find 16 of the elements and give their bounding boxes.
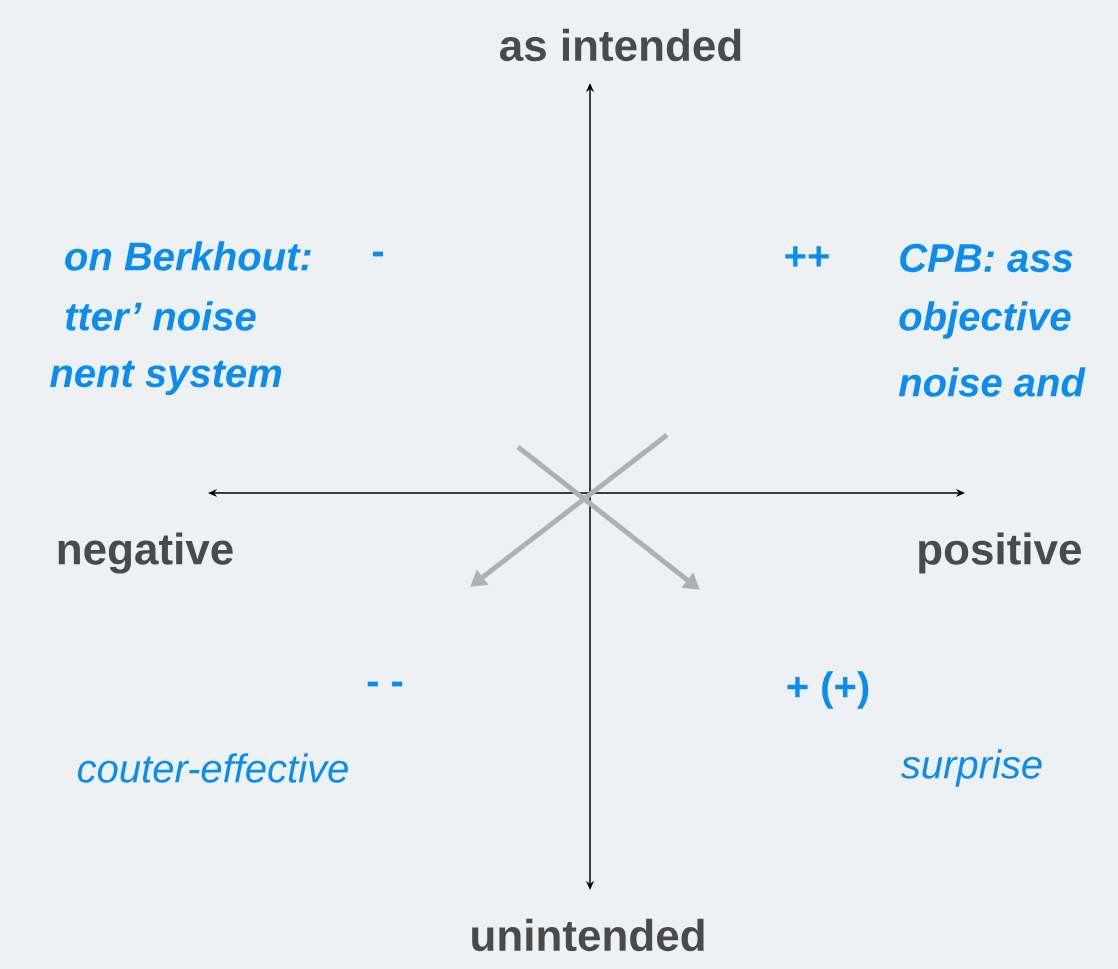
axis-label: negative bbox=[58, 532, 233, 574]
quadrant-sign: - bbox=[372, 251, 384, 257]
quadrant-text: objective bbox=[899, 301, 1071, 339]
quadrant-text: tter’ noise bbox=[65, 301, 256, 331]
quadrant-text: nent system bbox=[50, 360, 282, 396]
axis-label: as intended bbox=[500, 28, 741, 62]
quadrant-sign: - - bbox=[367, 681, 403, 687]
quadrant-sign: ++ bbox=[785, 246, 829, 267]
quadrant-text: on Berkhout: bbox=[65, 241, 311, 271]
quadrant-note: surprise bbox=[900, 749, 1042, 787]
axis-label: unintended bbox=[472, 918, 704, 952]
axis-label: positive bbox=[919, 532, 1081, 574]
quadrant-text: noise and bbox=[898, 367, 1086, 397]
quadrant-text: CPB: ass bbox=[900, 243, 1073, 273]
quadrant-note: couter-effective bbox=[77, 753, 348, 783]
quadrant-sign: + (+) bbox=[787, 671, 869, 709]
